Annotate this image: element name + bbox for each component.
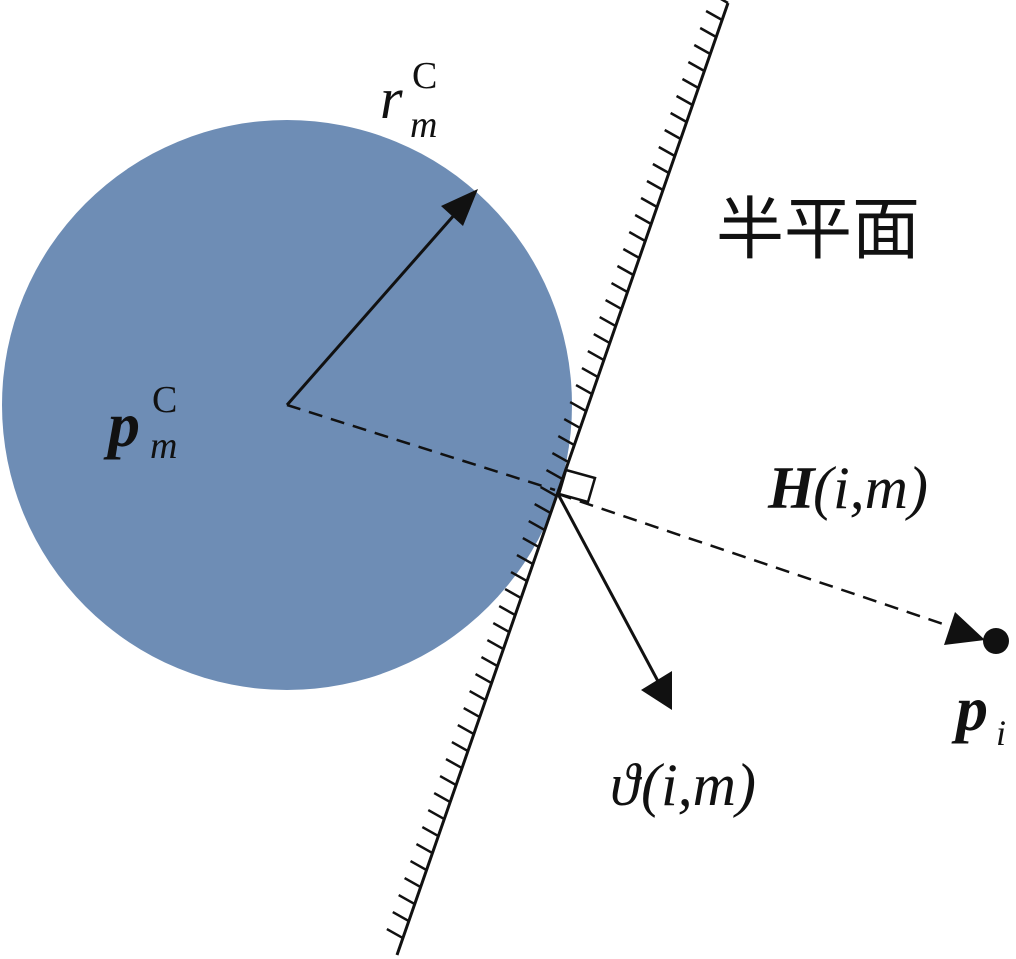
hatch-mark [486,638,504,651]
hatch-mark [658,145,676,158]
hatch-mark [720,0,729,5]
hatch-mark [522,536,540,549]
hatch-mark [469,689,487,702]
hatch-mark [504,587,522,600]
half-plane-hatching [386,0,729,940]
hatch-mark [587,349,605,362]
hatch-mark [392,911,410,923]
distance-dashed-arrow [557,492,956,630]
hatch-mark [398,893,416,906]
hatch-mark [528,519,546,532]
hatch-mark [510,570,528,583]
point-label-base: p [951,673,988,744]
center-label-sup: C [152,379,177,421]
distance-arrowhead [944,612,985,645]
hatch-mark [463,706,481,719]
hatch-mark [386,928,404,940]
radius-arrowhead [441,189,478,226]
half-plane-label: 半平面 [716,192,920,268]
normal-label-args: (i,m) [641,752,756,818]
hatch-mark [551,451,570,464]
hatch-mark [474,672,493,685]
radius-label: r [380,66,403,131]
normal-label-base: ϑ [610,752,643,818]
hatch-mark [593,332,611,345]
hatch-mark [427,808,445,821]
hatch-mark [705,9,723,22]
hatch-mark [652,162,670,175]
hatch-mark [646,179,664,192]
right-angle-marker [557,468,597,504]
hatch-mark [421,825,439,838]
hatch-mark [451,740,469,753]
hatch-mark [403,876,422,889]
hatch-mark [616,264,635,277]
hatch-mark [415,842,434,855]
point-pi-dot [983,628,1009,654]
hatch-mark [409,859,428,872]
point-label-sub: i [996,713,1006,753]
hatch-mark [640,196,658,209]
normal-arrowhead [641,671,672,710]
radius-label-sub: m [410,104,437,146]
hatch-mark [681,77,700,90]
hatch-mark [634,213,652,226]
hatch-mark [575,383,593,396]
normal-vector-arrow [556,493,662,686]
hatch-mark [563,417,581,430]
center-label-base: p [103,389,140,460]
distance-label-args: (i,m) [813,455,928,521]
hatch-mark [664,128,682,141]
hatch-mark [557,434,575,447]
hatch-mark [539,485,558,498]
hatch-mark [581,366,599,379]
hatch-mark [670,111,688,124]
hatch-mark [492,621,510,634]
radius-label-sup: C [412,55,437,97]
hatch-mark [693,43,711,56]
hatch-mark [498,604,516,617]
distance-label-base: H [767,455,817,521]
hatch-mark [622,247,640,260]
hatch-mark [569,400,587,413]
hatch-mark [445,757,463,770]
hatch-mark [433,791,451,804]
hatch-mark [480,655,499,668]
hatch-mark [599,315,617,328]
center-label-sub: m [150,425,177,467]
radius-label-base: r [380,66,403,131]
hatch-mark [545,468,564,481]
hatch-mark [534,502,552,515]
hatch-mark [699,26,717,39]
hatch-mark [439,774,457,787]
hatch-mark [687,60,705,73]
hatch-mark [610,281,629,294]
hatch-mark [675,94,694,107]
hatch-mark [604,298,623,311]
hatch-mark [516,553,534,566]
hatch-mark [457,723,475,736]
radius-arrow [285,196,472,406]
center-to-foot-dashed-line [286,403,556,492]
hatch-mark [628,230,646,243]
